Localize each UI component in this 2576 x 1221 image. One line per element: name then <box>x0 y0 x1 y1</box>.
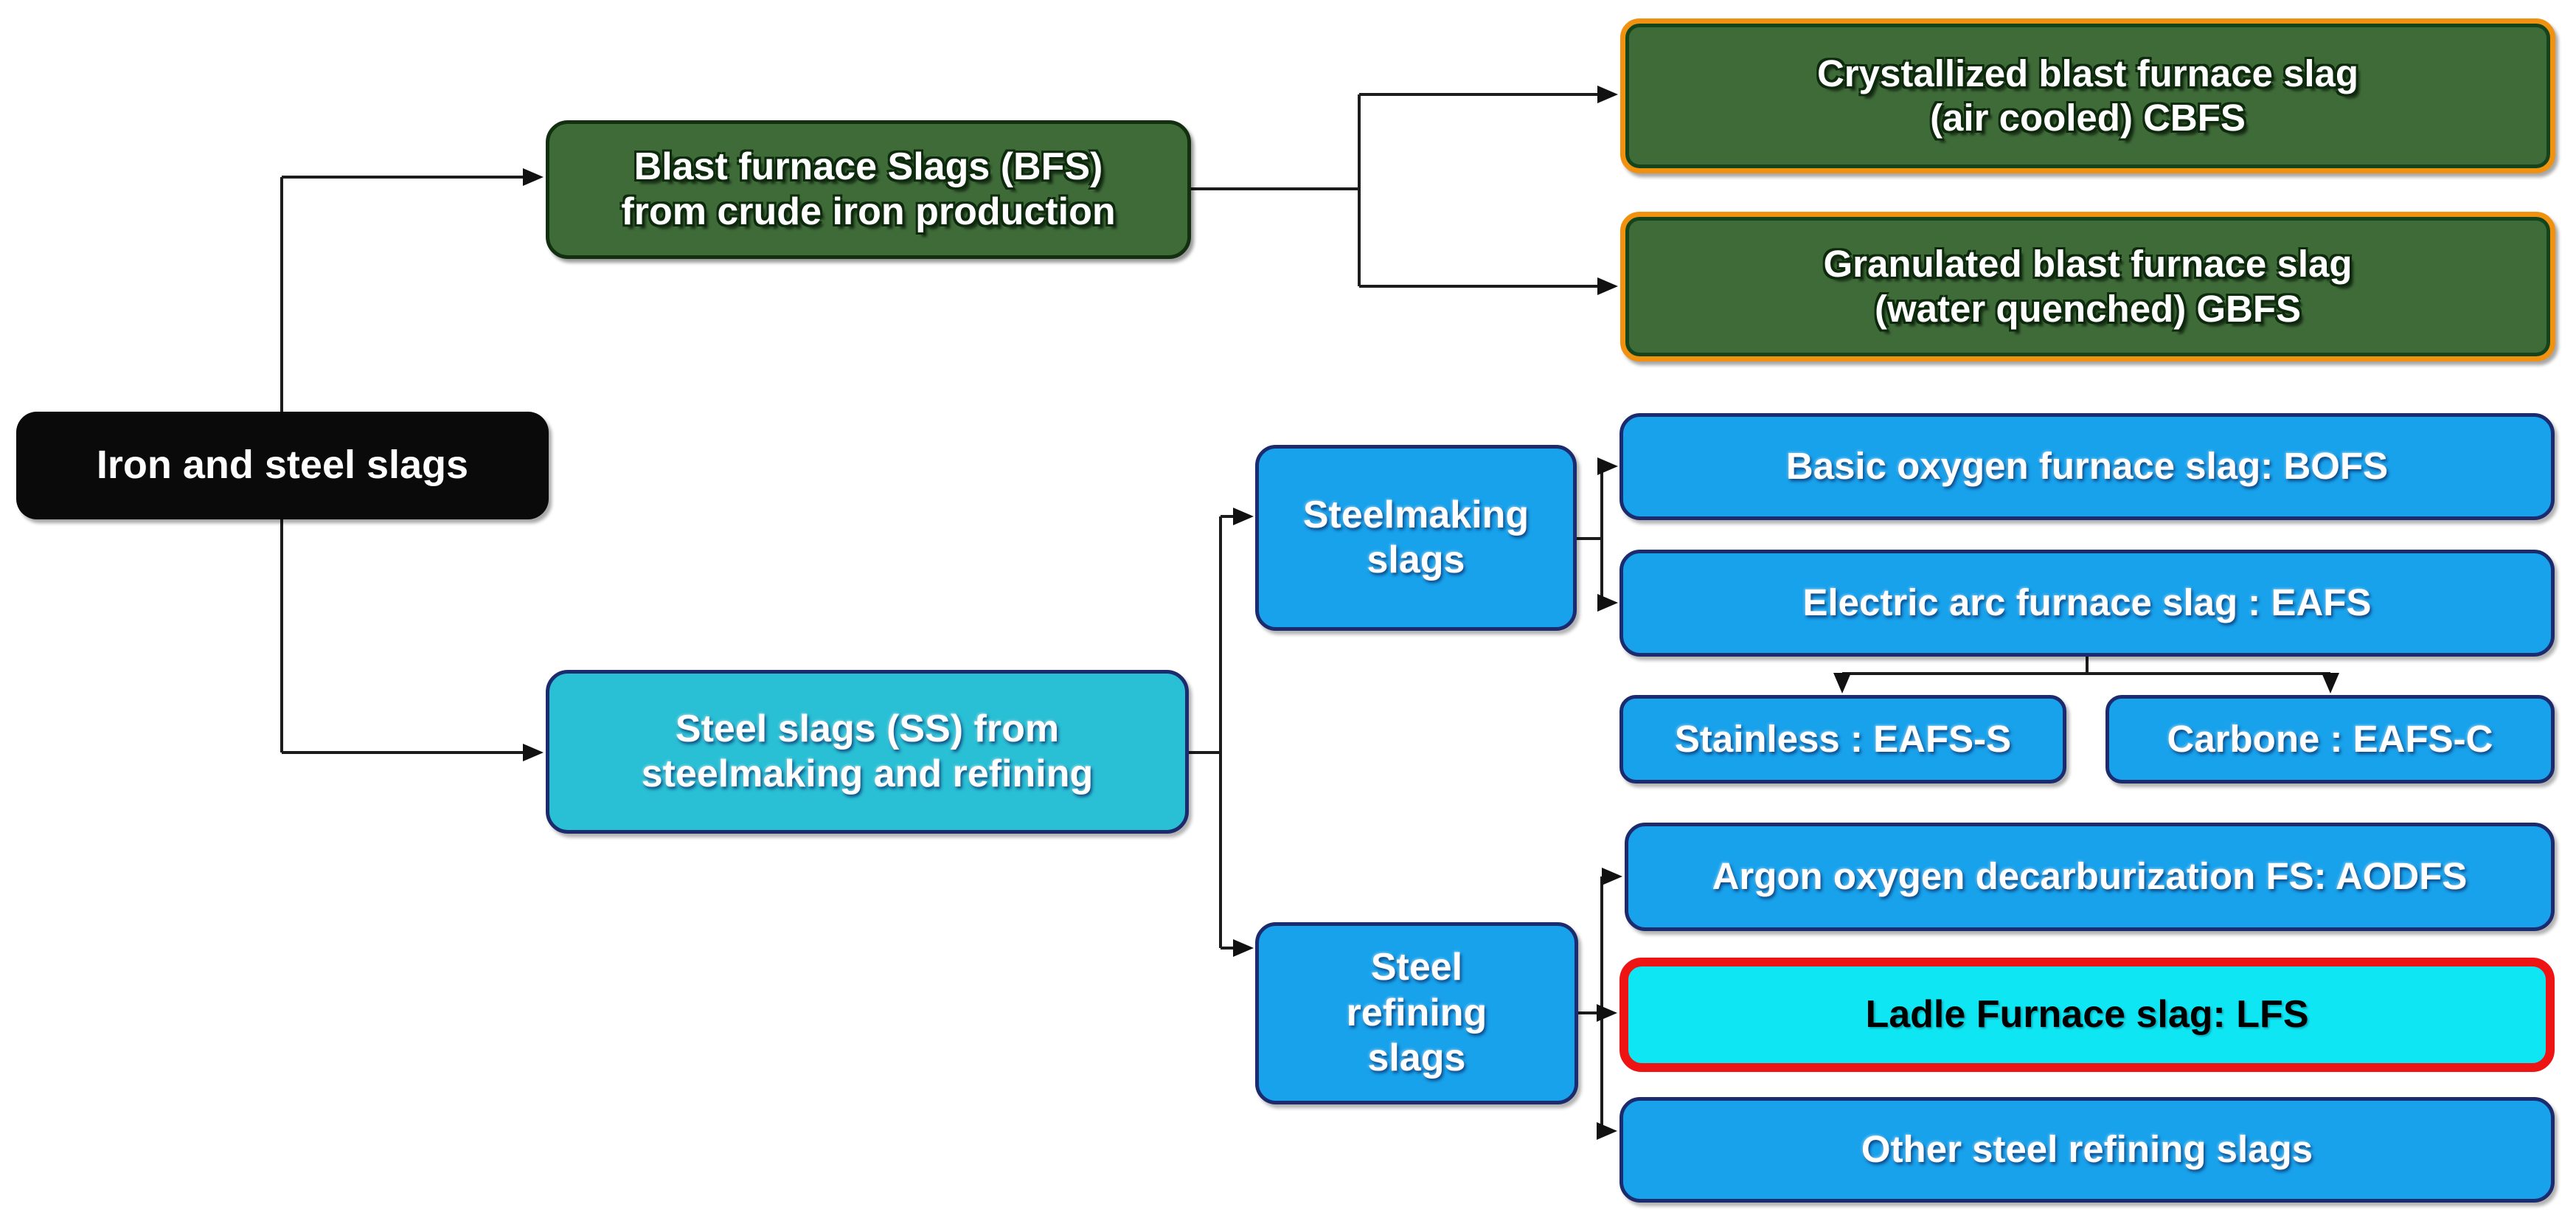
arrowhead <box>523 744 544 761</box>
node-steel-slags: Steel slags (SS) from steelmaking and re… <box>546 670 1189 834</box>
node-label-line: (water quenched) GBFS <box>1874 287 2302 330</box>
node-label-line: Steel slags (SS) from <box>675 707 1060 750</box>
node-label-line: steelmaking and refining <box>641 753 1094 795</box>
node-granulated-bfs: Granulated blast furnace slag (water que… <box>1620 212 2555 362</box>
arrowhead <box>1597 1004 1617 1022</box>
node-label-line: slags <box>1367 539 1465 581</box>
node-label: Ladle Furnace slag: LFS <box>1865 992 2309 1036</box>
node-label: Basic oxygen furnace slag: BOFS <box>1785 445 2389 488</box>
node-basic-oxygen-furnace-slag: Basic oxygen furnace slag: BOFS <box>1619 413 2555 520</box>
node-label-line: Steel <box>1370 946 1463 989</box>
arrowhead <box>1602 868 1622 885</box>
node-label: Carbone : EAFS-C <box>2167 717 2493 760</box>
node-label-line: Granulated blast furnace slag <box>1823 243 2353 286</box>
node-eafs-carbone: Carbone : EAFS-C <box>2105 695 2555 784</box>
node-crystallized-bfs: Crystallized blast furnace slag (air coo… <box>1620 18 2555 173</box>
node-label-line: from crude iron production <box>621 190 1116 233</box>
arrowhead <box>2322 673 2339 693</box>
arrowhead <box>523 168 544 186</box>
node-label-line: Blast furnace Slags (BFS) <box>633 145 1103 188</box>
node-eafs-stainless: Stainless : EAFS-S <box>1619 695 2066 784</box>
node-steelmaking-slags: Steelmaking slags <box>1255 445 1577 631</box>
node-ladle-furnace-slag: Ladle Furnace slag: LFS <box>1619 958 2555 1072</box>
node-steel-refining-slags: Steel refining slags <box>1255 922 1578 1104</box>
arrowhead <box>1597 1122 1617 1140</box>
node-label: Electric arc furnace slag : EAFS <box>1802 581 2372 624</box>
node-label: Iron and steel slags <box>96 443 469 488</box>
node-electric-arc-furnace-slag: Electric arc furnace slag : EAFS <box>1619 550 2555 657</box>
arrowhead <box>1233 508 1254 525</box>
node-label-line: slags <box>1367 1037 1466 1080</box>
node-iron-and-steel-slags: Iron and steel slags <box>16 412 549 519</box>
arrowhead <box>1233 939 1254 957</box>
node-blast-furnace-slags: Blast furnace Slags (BFS) from crude iro… <box>546 120 1191 259</box>
node-label: Other steel refining slags <box>1861 1128 2313 1171</box>
node-other-steel-refining-slags: Other steel refining slags <box>1619 1097 2555 1203</box>
node-argon-oxygen-decarburization: Argon oxygen decarburization FS: AODFS <box>1625 823 2555 931</box>
node-label: Argon oxygen decarburization FS: AODFS <box>1712 855 2468 898</box>
arrowhead <box>1597 86 1618 103</box>
node-label-line: (air cooled) CBFS <box>1930 97 2246 139</box>
node-label: Stainless : EAFS-S <box>1674 717 2012 760</box>
arrowhead <box>1833 673 1851 693</box>
node-label-line: Crystallized blast furnace slag <box>1816 52 2359 94</box>
node-label-line: Steelmaking <box>1302 493 1530 536</box>
node-label-line: refining <box>1346 991 1487 1034</box>
arrowhead <box>1597 277 1618 295</box>
arrowhead <box>1597 457 1618 475</box>
arrowhead <box>1597 594 1618 612</box>
